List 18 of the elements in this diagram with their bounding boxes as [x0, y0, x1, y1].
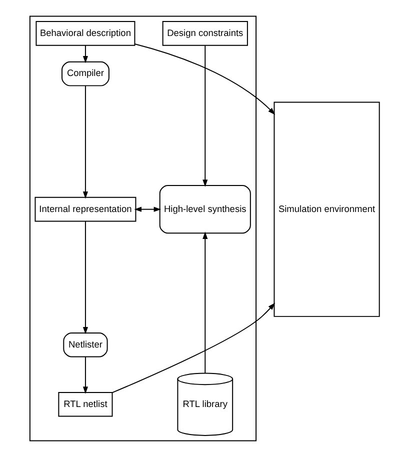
node-box: Design constraints	[162, 21, 248, 46]
node-box: Simulation environment	[273, 102, 380, 317]
arrow	[202, 45, 208, 187]
arrow	[82, 220, 88, 334]
arrow	[82, 356, 88, 394]
cluster	[28, 16, 256, 442]
node-box: Internal representation	[34, 196, 136, 222]
arrow	[111, 302, 275, 394]
arrow	[82, 85, 88, 199]
node-box: RTL netlist	[58, 392, 112, 417]
node-box: Compiler	[61, 61, 109, 86]
arrow	[82, 44, 88, 64]
node-box: Netlister	[62, 332, 108, 358]
node-box: High-level synthesis	[158, 185, 250, 234]
node-box: Behavioral description	[35, 21, 135, 46]
arrow	[134, 44, 275, 115]
arrow	[202, 232, 208, 374]
arrow	[134, 206, 161, 212]
